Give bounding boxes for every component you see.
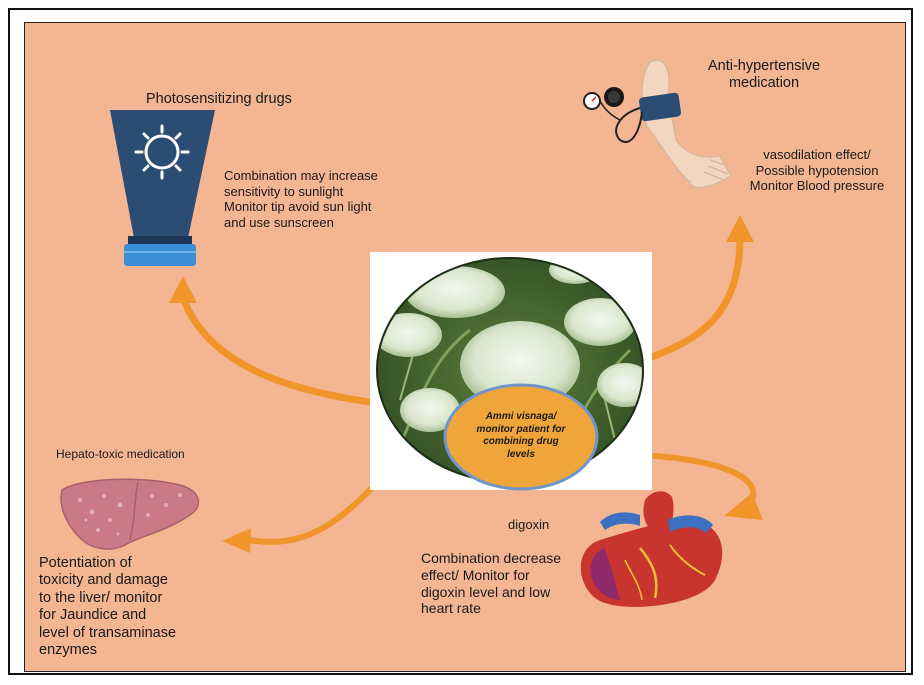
- antihypertensive-note: vasodilation effect/ Possible hypotensio…: [742, 147, 892, 194]
- sunscreen-tube-icon: [110, 110, 215, 266]
- arrow-to-photosensitizing: [169, 276, 370, 402]
- arrow-to-hepatotoxic: [222, 488, 372, 553]
- antihypertensive-title: Anti-hypertensive medication: [674, 58, 854, 93]
- center-label: Ammi visnaga/ monitor patient for combin…: [452, 411, 590, 461]
- heart-icon: [581, 491, 722, 607]
- liver-icon: [61, 479, 198, 549]
- photosensitizing-title: Photosensitizing drugs: [146, 91, 292, 108]
- hepatotoxic-title: Hepato-toxic medication: [56, 447, 185, 461]
- digoxin-note: Combination decrease effect/ Monitor for…: [421, 550, 561, 617]
- digoxin-title: digoxin: [508, 517, 549, 533]
- arrow-to-antihypertensive: [652, 215, 754, 357]
- hepatotoxic-note: Potentiation of toxicity and damage to t…: [39, 555, 176, 659]
- photosensitizing-note: Combination may increase sensitivity to …: [224, 168, 378, 230]
